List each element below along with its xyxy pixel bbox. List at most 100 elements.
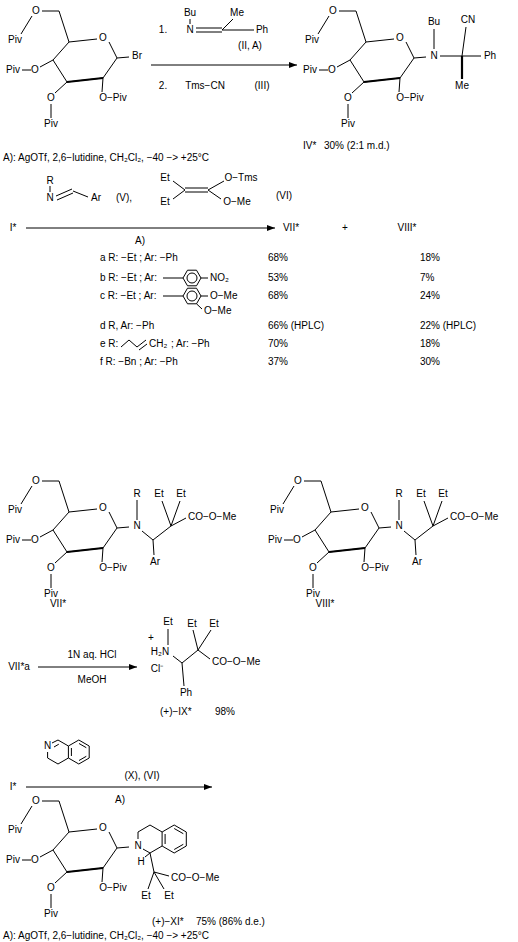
structure-text: Et (154, 489, 163, 499)
annotation-text: CH₂ (149, 339, 167, 349)
structure-text: Piv (6, 855, 20, 865)
annotation-text: 1N aq. HCl (68, 650, 117, 660)
structure-text: Piv (8, 35, 22, 45)
annotation-text: 68% (268, 253, 288, 263)
imine-bonds (190, 19, 254, 32)
annotation-text: A): AgOTf, 2,6−lutidine, CH₂Cl₂, −40 −> … (3, 931, 209, 941)
structure-text: CN (461, 15, 475, 25)
structure-text: O (31, 535, 39, 545)
structure-text: O (32, 796, 40, 806)
structure-text: Bu (428, 17, 440, 27)
structure-text: Et (164, 891, 173, 901)
compound-group: I* (3, 220, 23, 236)
annotation-text: d R, Ar: −Ph (100, 321, 154, 331)
structure-text: CO−O−Me (212, 657, 260, 667)
annotation-text: 66% (HPLC) (268, 321, 324, 331)
compound-group: OPivPivOOPivOO−PivNHCO−O−MeEtEt(+)−XI*75… (3, 790, 267, 930)
annotation-text: MeOH (78, 675, 107, 685)
structure-text: Et (438, 489, 447, 499)
dihydroisoquinoline-rings (48, 740, 90, 764)
annotation-text: f R: −Bn ; Ar: −Ph (100, 357, 178, 367)
annotation-text: A): AgOTf, 2,6−lutidine, CH₂Cl₂, −40 −> … (3, 153, 209, 163)
structure-text: O (32, 476, 40, 486)
annotation-text: 70% (268, 339, 288, 349)
structure-text: O (47, 93, 55, 103)
aminonitrile-bonds (434, 27, 481, 56)
structure-text: Piv (270, 505, 284, 515)
structure-text: Piv (6, 65, 20, 75)
structure-text: O (47, 883, 55, 893)
annotation-text: a R: −Et ; Ar: −Ph (100, 253, 178, 263)
structure-text: O (293, 535, 301, 545)
structure-text: (III) (255, 81, 270, 91)
structure-text: IV* (303, 141, 316, 151)
structure-text: N (44, 741, 51, 751)
structure-text: O (329, 6, 337, 16)
annotation-text: c R: −Et ; Ar: (100, 291, 156, 301)
structure-text: VII* (50, 599, 66, 609)
annotation-text: 18% (420, 253, 440, 263)
compound-group: 2.Tms−CN(III) (155, 77, 280, 95)
structure-text: O (344, 93, 352, 103)
structure-text: Et (176, 489, 185, 499)
structure-text: Et (141, 891, 150, 901)
structure-text: O (32, 6, 40, 16)
sugar-ring (21, 481, 129, 588)
structure-text: Ar (91, 193, 101, 203)
annotation-text: O−Me (204, 306, 232, 316)
compound-group: OPivPivOOPivOO−PivNREtEtCO−O−MeArVIII* (265, 470, 510, 612)
structure-text: 75% (86% d.e.) (196, 917, 265, 927)
structure-text: VII* (283, 223, 299, 233)
structure-text: Piv (8, 505, 22, 515)
sugar-ring (283, 481, 391, 588)
wedge-bond (461, 56, 463, 79)
annotation-text: A) (115, 795, 125, 805)
structure-text: O−Piv (99, 883, 127, 893)
compound-group: VII* (278, 220, 304, 236)
structure-text: (VI) (276, 191, 292, 201)
nitrophenyl-ring (163, 270, 208, 286)
aromatic-circle (187, 291, 197, 301)
compound-group: I* (3, 779, 23, 795)
annotation-text: 53% (268, 273, 288, 283)
structure-text: Piv (44, 119, 58, 129)
compound-group: N(X), (VI) (38, 735, 170, 783)
structure-text: N (395, 521, 402, 531)
annotation-text: 22% (HPLC) (420, 321, 476, 331)
structure-text: Piv (44, 589, 58, 599)
annotation-text: 30% (420, 357, 440, 367)
structure-text: H₂N (151, 647, 169, 657)
sugar-ring (21, 11, 129, 118)
structure-text: N (133, 521, 140, 531)
structure-text: I* (10, 223, 17, 233)
structure-text: Piv (8, 825, 22, 835)
structure-text: O−Piv (361, 563, 389, 573)
structure-text: 1. (159, 25, 167, 35)
structure-text: Tms−CN (185, 81, 225, 91)
structure-text: O (396, 33, 404, 43)
structure-text: N (46, 193, 53, 203)
annotation-text: A) (135, 236, 145, 246)
annotation-text: + (342, 223, 348, 233)
structure-text: Me (230, 8, 244, 18)
structure-text: O−Me (223, 197, 251, 207)
structure-text: Ph (256, 25, 268, 35)
structure-text: O−Piv (99, 93, 127, 103)
structure-text: O (99, 503, 107, 513)
structure-text: CO−O−Me (450, 512, 498, 522)
structure-text: Piv (303, 65, 317, 75)
amino-ester-bonds (137, 500, 186, 555)
structure-text: Piv (6, 535, 20, 545)
structure-text: Me (455, 81, 469, 91)
annotation-text: 37% (268, 357, 288, 367)
structure-text: N (430, 51, 437, 61)
structure-text: Ar (412, 557, 422, 567)
ketene-acetal-bonds (173, 181, 224, 199)
compound-group: EtEtO−TmsO−Me(VI) (150, 170, 295, 210)
structure-text: Et (160, 173, 169, 183)
structure-text: O (31, 855, 39, 865)
structure-text: O−Piv (396, 93, 424, 103)
ammonium-ester-bonds (168, 629, 211, 686)
structure-text: O (99, 33, 107, 43)
